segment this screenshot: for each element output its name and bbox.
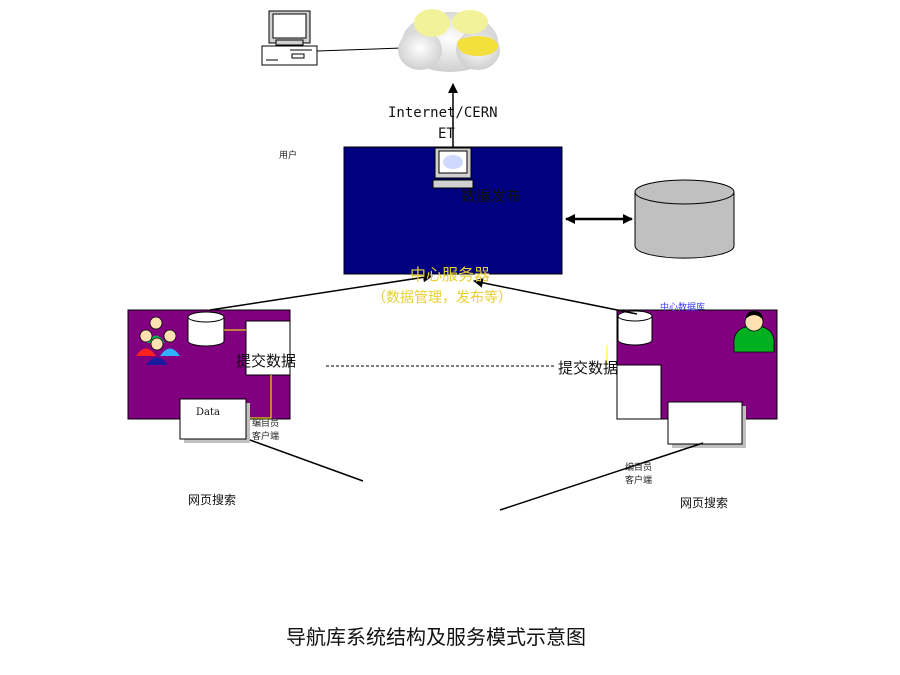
network-label: Internet/CERN xyxy=(388,105,498,121)
web-search-right-label: 网页搜索 xyxy=(680,496,729,510)
document-icon xyxy=(179,398,250,443)
central-db-label: 中心数据库 xyxy=(660,303,706,313)
network-label-wrap: ET xyxy=(438,126,455,142)
web-search-left-label: 网页搜索 xyxy=(188,493,237,507)
data-publish-label: 数据发布 xyxy=(461,187,522,205)
right-local-database-icon xyxy=(617,310,653,346)
person-icon xyxy=(733,311,775,353)
cataloger-left-line1: 编目员 xyxy=(252,419,280,429)
data-document-label: Data xyxy=(196,407,220,418)
left-form-panel xyxy=(245,320,291,376)
central-server-label: 中心服务器 xyxy=(410,265,491,284)
database-icon xyxy=(634,179,735,259)
diagram-caption: 导航库系统结构及服务模式示意图 xyxy=(286,625,586,649)
cloud-icon xyxy=(398,9,500,72)
right-document-panel xyxy=(667,401,746,448)
desktop-computer-icon xyxy=(261,10,318,66)
cataloger-left-line2: 客户端 xyxy=(252,432,280,442)
user-label: 用户 xyxy=(279,151,298,161)
people-group-icon xyxy=(136,316,180,365)
cataloger-right-line2: 客户端 xyxy=(625,476,653,486)
right-form-panel xyxy=(616,364,662,420)
submit-data-left-label: 提交数据 xyxy=(236,352,297,370)
cataloger-right-line1: 编目员 xyxy=(625,463,653,473)
left-local-database-icon xyxy=(187,311,225,347)
submit-data-right-label: 提交数据 xyxy=(558,359,619,377)
central-server-sub-label: （数据管理，发布等） xyxy=(372,290,512,306)
server-monitor-icon xyxy=(432,147,474,189)
